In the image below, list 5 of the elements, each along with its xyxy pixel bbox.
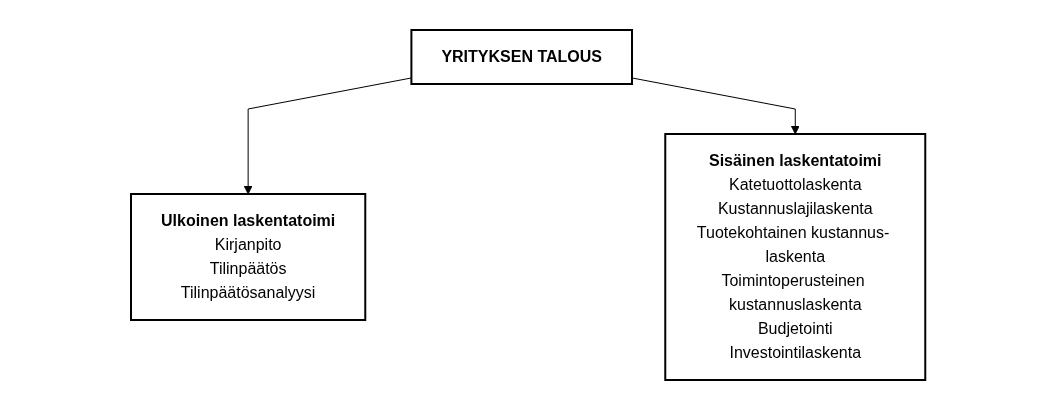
arrow — [243, 77, 412, 195]
node-box: Sisäinen laskentatoimi Katetuottolaskenta Kustannuslajilaskenta Tuotekohtainen kustannus- laskenta Toimintoperusteinen kustannuslaskenta Budjetointi Investointilaskenta — [664, 133, 927, 381]
node-box: YRITYKSEN TALOUS — [410, 29, 633, 85]
arrow — [631, 77, 800, 135]
node-box: Ulkoinen laskentatoimi Kirjanpito Tilinpäätös Tilinpäätösanalyysi — [129, 193, 367, 321]
